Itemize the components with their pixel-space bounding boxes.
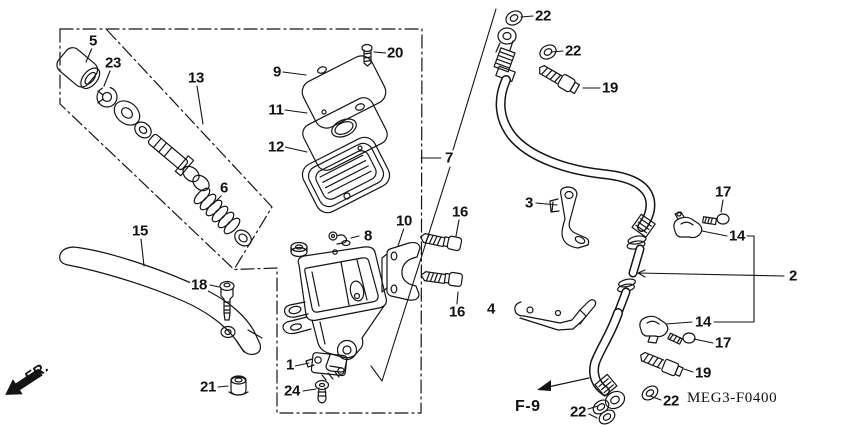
hose-bracket-drawing	[514, 186, 597, 331]
banjo-bolt-washer-drawing	[505, 10, 684, 425]
part-callout-9-4[interactable]: 9	[271, 63, 283, 81]
part-callout-22-19[interactable]: 22	[563, 42, 583, 60]
part-callout-16-10[interactable]: 16	[450, 203, 470, 221]
piston-kit-drawing	[56, 47, 252, 247]
part-callout-4-25[interactable]: 4	[485, 300, 497, 318]
part-callout-23-1[interactable]: 23	[103, 54, 123, 72]
part-callout-11-5[interactable]: 11	[267, 101, 285, 119]
brake-lever-drawing	[59, 246, 263, 396]
figure-ref-arrow	[537, 377, 590, 391]
part-callout-16-11[interactable]: 16	[447, 303, 467, 321]
assembly-frame	[59, 28, 423, 414]
reservoir-cap-drawing	[301, 43, 391, 214]
part-callout-22-30[interactable]: 22	[568, 403, 588, 421]
part-callout-18-14[interactable]: 18	[189, 276, 209, 294]
brake-switch-drawing	[305, 352, 348, 404]
figure-ref-label: F-9	[515, 398, 541, 415]
part-callout-7-8[interactable]: 7	[443, 149, 455, 167]
part-callout-5-0[interactable]: 5	[87, 32, 99, 50]
part-callout-15-13[interactable]: 15	[130, 222, 150, 240]
part-callout-20-7[interactable]: 20	[385, 44, 405, 62]
part-callout-6-3[interactable]: 6	[218, 179, 230, 197]
part-callout-14-26[interactable]: 14	[693, 313, 713, 331]
part-callout-22-29[interactable]: 22	[661, 392, 681, 410]
part-callout-17-22[interactable]: 17	[713, 183, 733, 201]
part-callout-3-21[interactable]: 3	[523, 194, 535, 212]
part-callout-24-17[interactable]: 24	[282, 382, 302, 400]
part-callout-12-6[interactable]: 12	[266, 138, 286, 156]
part-callout-21-15[interactable]: 21	[198, 378, 218, 396]
fr-arrow-icon	[5, 368, 43, 395]
part-callout-8-12[interactable]: 8	[362, 227, 374, 245]
part-callout-13-2[interactable]: 13	[186, 69, 206, 87]
master-cylinder-drawing	[282, 231, 463, 373]
pipe-clamp-drawing	[639, 211, 730, 345]
part-callout-10-9[interactable]: 10	[394, 212, 414, 230]
part-callout-22-18[interactable]: 22	[533, 7, 553, 25]
part-callout-19-28[interactable]: 19	[693, 364, 713, 382]
part-callout-1-16[interactable]: 1	[284, 356, 296, 374]
part-callout-19-20[interactable]: 19	[600, 79, 620, 97]
part-callout-14-23[interactable]: 14	[727, 227, 747, 245]
figure-code: MEG3-F0400	[687, 390, 778, 406]
brake-hose-drawing	[493, 27, 656, 410]
part-callout-2-24[interactable]: 2	[787, 267, 799, 285]
part-callout-17-27[interactable]: 17	[713, 334, 733, 352]
